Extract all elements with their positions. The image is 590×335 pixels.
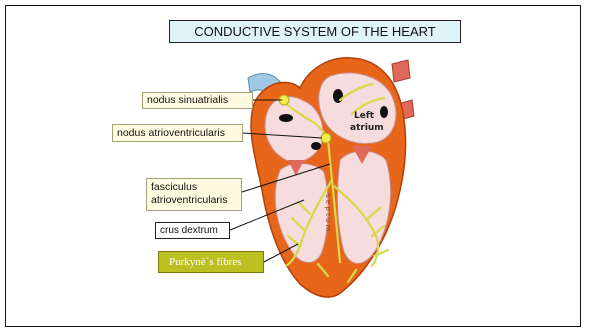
atrioventricular-node [321,133,331,143]
vessel-opening [311,142,321,150]
label-nodus-sinuatrialis: nodus sinuatrialis [142,92,253,109]
vessel-opening [333,89,343,103]
pulmonary-vein-upper [392,60,410,82]
left-atrium-label-1: Left [354,111,375,121]
label-crus-dextrum: crus dextrum [155,222,230,239]
septum-label: s e p t u m [324,194,332,232]
label-fasciculus-atrioventricularis: fasciculus atrioventricularis [146,178,242,211]
vessel-opening [279,114,293,122]
label-purkyne-fibres: Purkyně´s fibres [158,251,264,273]
label-fasciculus-line2: atrioventricularis [151,194,237,207]
left-ventricle [337,151,390,263]
label-nodus-atrioventricularis: nodus atrioventricularis [112,124,243,142]
slide-title: CONDUCTIVE SYSTEM OF THE HEART [169,20,461,43]
left-atrium-label-2: atrium [350,123,384,133]
label-fasciculus-line1: fasciculus [151,181,237,194]
vessel-opening [380,106,388,118]
